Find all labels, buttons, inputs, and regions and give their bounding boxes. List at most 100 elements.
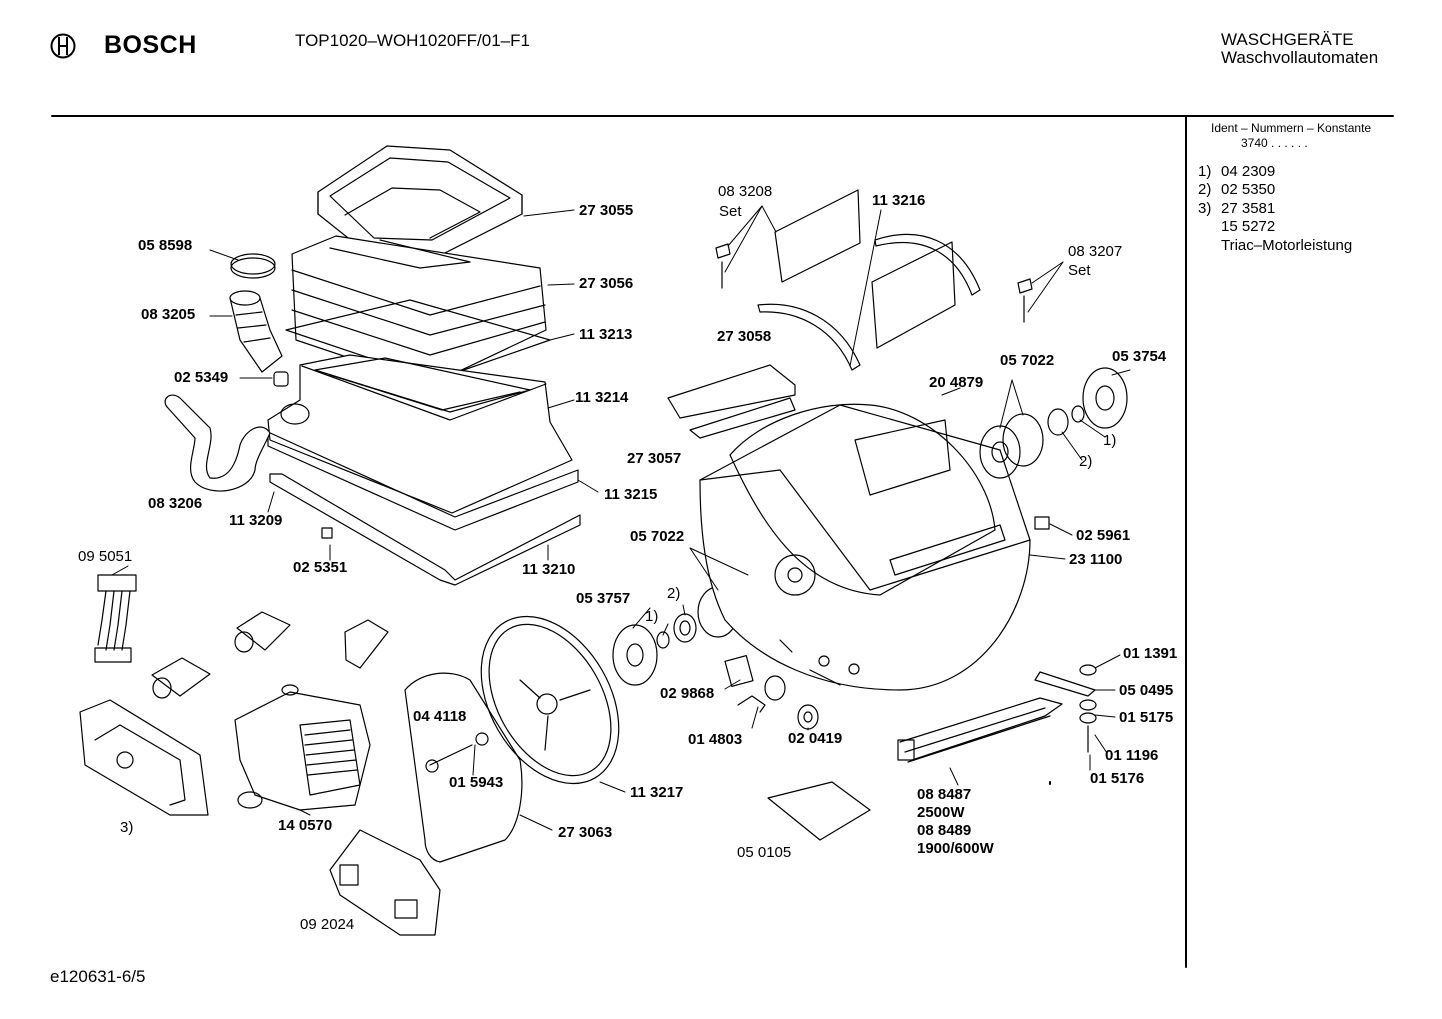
part-label: 2500W xyxy=(917,804,965,821)
washer-part xyxy=(1079,712,1097,724)
note-marker: 2) xyxy=(1079,453,1093,470)
screw-part xyxy=(1034,516,1050,530)
drain-hose-part xyxy=(164,394,271,492)
part-label: 27 3056 xyxy=(579,275,634,292)
leader-lines xyxy=(111,205,1131,831)
part-label: 11 3216 xyxy=(872,192,926,209)
flap-part xyxy=(774,189,861,283)
part-label: 01 5943 xyxy=(449,774,504,791)
part-label: 05 7022 xyxy=(1000,352,1055,369)
ring-part xyxy=(656,631,670,649)
note-num: 3) xyxy=(1198,200,1212,217)
note-num: 1) xyxy=(1198,163,1212,180)
housing-part xyxy=(291,235,547,386)
part-label: 1900/600W xyxy=(917,840,994,857)
ring-part xyxy=(797,704,819,730)
ident-value: 3740 . . . . . . xyxy=(1241,136,1308,150)
part-label: 27 3055 xyxy=(579,202,634,219)
part-label: 01 4803 xyxy=(688,731,743,748)
flap-part xyxy=(871,241,956,349)
note-text: 27 3581 xyxy=(1221,200,1276,217)
hinge-part xyxy=(757,303,861,371)
bosch-logo-icon xyxy=(50,33,76,59)
note-marker: 3) xyxy=(120,819,134,836)
part-label: 14 0570 xyxy=(278,817,333,834)
part-label: 02 0419 xyxy=(788,730,843,747)
part-label: 08 3207 xyxy=(1068,243,1123,260)
part-label: 27 3063 xyxy=(558,824,613,841)
part-label: 09 2024 xyxy=(300,916,355,933)
washer-part xyxy=(1079,699,1097,711)
bracket-part xyxy=(1034,671,1096,697)
part-label: 11 3217 xyxy=(630,784,684,801)
part-label: 04 4118 xyxy=(413,708,467,725)
part-label: 05 8598 xyxy=(138,237,193,254)
nut-part xyxy=(1079,664,1097,676)
screw-set-part xyxy=(715,243,1033,323)
document-code: e120631-6/5 xyxy=(50,967,146,986)
part-label: 02 5961 xyxy=(1076,527,1131,544)
part-label: 20 4879 xyxy=(929,374,984,391)
category-subtitle: Waschvollautomaten xyxy=(1221,48,1379,67)
part-label: 01 1391 xyxy=(1123,645,1178,662)
note-text: 15 5272 xyxy=(1221,218,1276,235)
motor-part xyxy=(234,684,371,811)
heating-element-part xyxy=(897,697,1063,763)
note-marker: 1) xyxy=(1103,432,1117,449)
part-label: 05 0105 xyxy=(737,844,792,861)
inlet-hose-part xyxy=(229,290,283,373)
brand-name: BOSCH xyxy=(104,31,197,59)
flange-part xyxy=(612,624,658,686)
part-label: 01 5176 xyxy=(1090,770,1145,787)
label-part xyxy=(689,397,796,439)
plug-part xyxy=(273,371,289,387)
part-label: 27 3058 xyxy=(717,328,772,345)
part-label: 02 9868 xyxy=(660,685,715,702)
flange-part xyxy=(1082,367,1128,429)
control-module-part xyxy=(79,699,209,816)
part-label: 09 5051 xyxy=(78,548,133,565)
part-label: Set xyxy=(1068,262,1091,279)
part-label: 11 3209 xyxy=(229,512,283,529)
seal-part xyxy=(764,675,786,701)
part-label: 05 3754 xyxy=(1112,348,1167,365)
part-label: 01 1196 xyxy=(1105,747,1159,764)
part-label: 11 3215 xyxy=(604,486,658,503)
part-label: 02 5351 xyxy=(293,559,348,576)
tub-gasket-part xyxy=(267,431,579,531)
rear-panel-part xyxy=(404,672,523,863)
pulley-part xyxy=(480,615,620,785)
part-label: 01 5175 xyxy=(1119,709,1174,726)
part-label: 08 3206 xyxy=(148,495,203,512)
part-label: 05 3757 xyxy=(576,590,631,607)
filter-part xyxy=(767,781,871,841)
model-number: TOP1020–WOH1020FF/01–F1 xyxy=(295,31,530,50)
cable-harness-part xyxy=(94,574,137,663)
category-title: WASCHGERÄTE xyxy=(1221,30,1354,49)
part-label: 23 1100 xyxy=(1069,551,1123,568)
sensor-part xyxy=(724,654,754,688)
bearing-part xyxy=(1047,408,1069,436)
clip-part xyxy=(321,527,333,539)
part-label: 11 3214 xyxy=(575,389,629,406)
wiring-board-part xyxy=(329,829,441,936)
part-label: 08 3208 xyxy=(718,183,773,200)
note-text: Triac–Motorleistung xyxy=(1221,237,1353,254)
note-marker: 1) xyxy=(645,608,659,625)
bolt-part xyxy=(425,732,489,773)
part-label: 05 7022 xyxy=(630,528,685,545)
part-label: 11 3213 xyxy=(579,326,633,343)
note-marker: 2) xyxy=(667,585,681,602)
note-num: 2) xyxy=(1198,181,1212,198)
panel-part xyxy=(667,364,796,419)
capacitor-part xyxy=(151,657,211,699)
part-label: 08 3205 xyxy=(141,306,196,323)
part-label: 02 5349 xyxy=(174,369,229,386)
detergent-drawer-part xyxy=(317,145,523,259)
hinge-part xyxy=(874,233,981,296)
bracket-part xyxy=(344,619,389,669)
rail-part xyxy=(269,473,581,586)
bearing-part xyxy=(673,613,697,643)
part-label: 27 3057 xyxy=(627,450,682,467)
